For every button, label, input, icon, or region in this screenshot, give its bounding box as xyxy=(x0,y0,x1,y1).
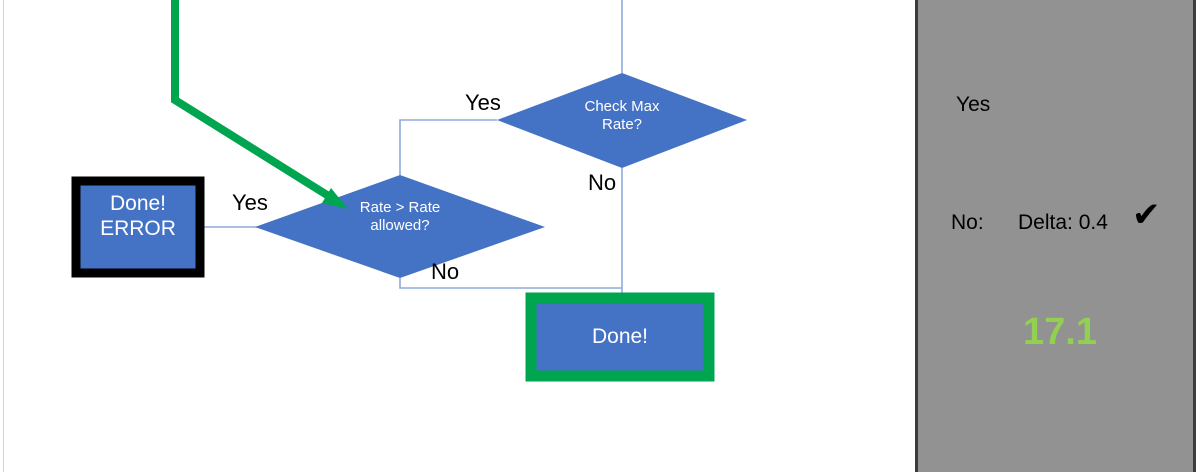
green-highlight-arrowhead xyxy=(322,188,348,209)
status-panel: Yes No: Delta: 0.4 ✔ 17.1 xyxy=(915,0,1196,472)
connector-yes-check-max xyxy=(399,119,497,175)
edge-label-no-check-max: No xyxy=(588,170,617,195)
node-done-error-box xyxy=(71,176,205,278)
panel-value: 17.1 xyxy=(1023,311,1097,353)
edge-label-yes-rate-compare: Yes xyxy=(232,190,268,215)
panel-check-icon: ✔ xyxy=(1132,195,1161,235)
panel-delta-label: Delta: 0.4 xyxy=(1018,211,1108,234)
edge-label-no-rate-compare: No xyxy=(431,259,460,284)
panel-no-label: No: xyxy=(951,211,984,234)
node-check-max-diamond xyxy=(497,73,747,168)
green-highlight-arrow-shaft xyxy=(171,0,338,204)
node-done-box xyxy=(525,292,715,382)
connector-no-rate-compare xyxy=(399,278,622,289)
node-rate-compare-diamond xyxy=(255,175,545,278)
panel-yes-label: Yes xyxy=(956,93,991,116)
left-edge-rule xyxy=(3,0,4,472)
edge-label-yes-check-max: Yes xyxy=(465,90,501,115)
